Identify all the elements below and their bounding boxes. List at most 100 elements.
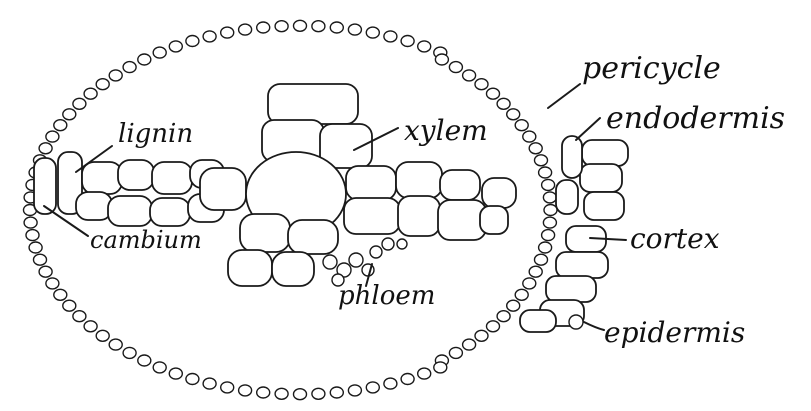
cell	[152, 162, 192, 194]
cell	[440, 170, 480, 200]
ring-cell	[330, 22, 343, 33]
ring-cell	[294, 389, 307, 400]
cell	[108, 196, 152, 226]
ring-cell	[497, 98, 510, 109]
ring-cell	[257, 387, 270, 398]
pericycle-leader	[548, 84, 580, 108]
ring-cell	[523, 278, 536, 289]
ring-cell	[529, 143, 542, 154]
ring-cell	[418, 368, 431, 379]
ring-cell	[275, 388, 288, 399]
ring-cell	[138, 355, 151, 366]
ring-cell	[384, 31, 397, 42]
cell	[240, 214, 290, 252]
ring-cell	[539, 167, 552, 178]
ring-cell	[153, 362, 166, 373]
ring-cell	[366, 382, 379, 393]
epidermis-cell	[569, 315, 583, 329]
label-endodermis: endodermis	[606, 101, 785, 136]
ring-cell	[523, 131, 536, 142]
cell	[398, 196, 440, 236]
cell	[150, 198, 190, 226]
ring-cell	[434, 362, 447, 373]
ring-cell	[515, 289, 528, 300]
ring-cell	[138, 54, 151, 65]
ring-cell	[384, 378, 397, 389]
ring-cell	[544, 205, 557, 216]
ring-cell	[96, 330, 109, 341]
ring-cell	[109, 70, 122, 81]
ring-cell	[487, 321, 500, 332]
ring-cell	[203, 378, 216, 389]
xylem-cell	[268, 84, 358, 124]
ring-cell	[221, 382, 234, 393]
ring-cell	[169, 41, 182, 52]
cell	[76, 192, 112, 220]
ring-cell	[63, 300, 76, 311]
label-xylem: xylem	[404, 114, 488, 147]
ring-cell	[186, 36, 199, 47]
ring-cell	[123, 347, 136, 358]
ring-cell	[257, 22, 270, 33]
cell	[272, 252, 314, 286]
ring-cell	[26, 230, 39, 241]
cell	[396, 162, 442, 198]
phloem-cell	[323, 255, 337, 269]
ring-cell	[54, 120, 67, 131]
ring-cell	[348, 24, 361, 35]
tissue-column	[520, 136, 628, 332]
cell	[82, 162, 122, 194]
ring-cell	[487, 88, 500, 99]
ring-cell	[63, 109, 76, 120]
ring-cell	[39, 143, 52, 154]
phloem-cell	[370, 246, 382, 258]
ring-cell	[535, 155, 548, 166]
ring-cell	[449, 62, 462, 73]
ring-cell	[348, 385, 361, 396]
cell	[118, 160, 154, 190]
ring-cell	[401, 374, 414, 385]
epidermis-leader	[584, 322, 604, 330]
ring-cell	[366, 27, 379, 38]
ring-cell	[475, 79, 488, 90]
label-epidermis: epidermis	[604, 316, 745, 349]
ring-cell	[84, 321, 97, 332]
cell	[480, 206, 508, 234]
ring-cell	[46, 131, 59, 142]
ring-cell	[275, 21, 288, 32]
cell	[438, 200, 486, 240]
ring-cell	[24, 217, 37, 228]
ring-cell	[401, 36, 414, 47]
ring-cell	[54, 289, 67, 300]
ring-cell	[507, 109, 520, 120]
ring-cell	[203, 31, 216, 42]
ring-cell	[435, 54, 448, 65]
cell	[346, 166, 396, 200]
cell	[288, 220, 338, 254]
ring-cell	[84, 88, 97, 99]
ring-cell	[73, 98, 86, 109]
cortex-cell	[546, 276, 596, 302]
endodermis-cell	[556, 180, 578, 214]
ring-cell	[539, 242, 552, 253]
ring-cell	[29, 242, 42, 253]
ring-cell	[109, 339, 122, 350]
ring-cell	[497, 311, 510, 322]
ring-cell	[475, 330, 488, 341]
cell	[344, 198, 400, 234]
cortex-cell	[520, 310, 556, 332]
label-pericycle: pericycle	[582, 51, 721, 86]
ring-cell	[543, 217, 556, 228]
ring-cell	[535, 254, 548, 265]
label-cambium: cambium	[90, 226, 202, 254]
ring-cell	[239, 385, 252, 396]
ring-cell	[312, 388, 325, 399]
endodermis-leader	[576, 118, 600, 140]
label-phloem: phloem	[338, 281, 435, 311]
ring-cell	[96, 79, 109, 90]
phloem-cell	[349, 253, 363, 267]
ring-cell	[463, 70, 476, 81]
phloem-cell	[382, 238, 394, 250]
cortex-cell	[556, 252, 608, 278]
ring-cell	[330, 387, 343, 398]
